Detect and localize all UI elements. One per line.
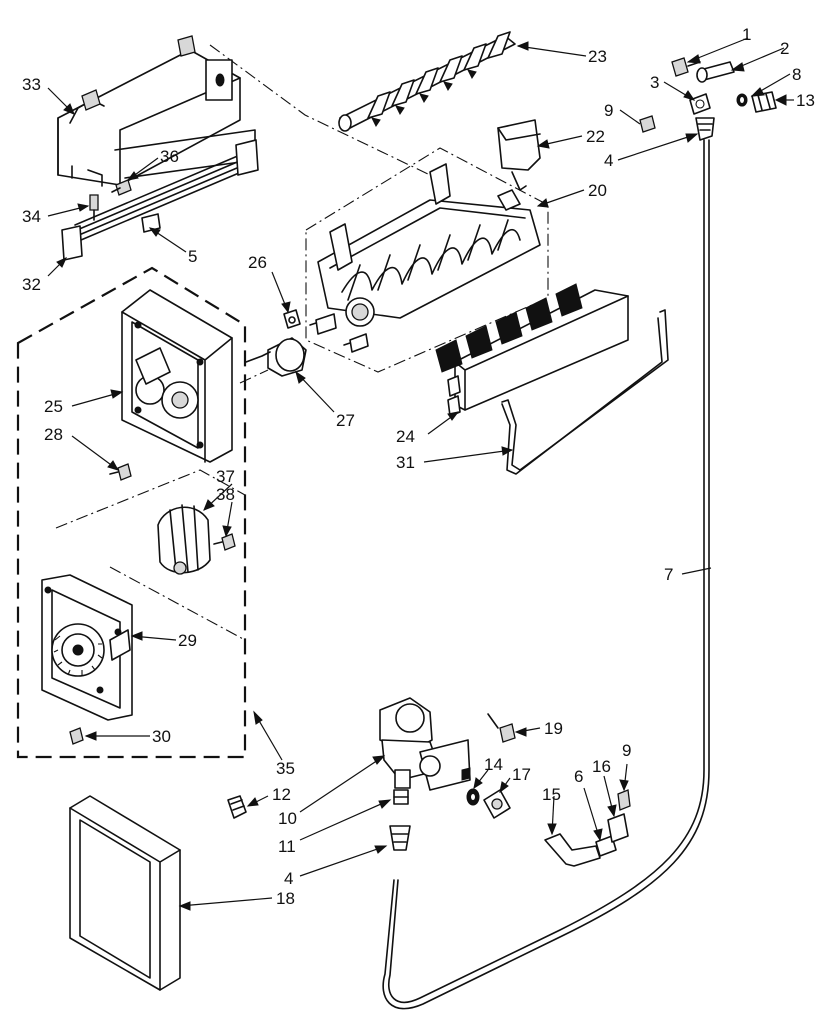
part-20-ice-mold (309, 163, 541, 353)
callout-13: 13 (796, 91, 815, 110)
part-32-wire-harness (61, 139, 259, 261)
part-11-nut (393, 789, 409, 805)
callout-14: 14 (484, 755, 503, 774)
callout-20: 20 (588, 181, 607, 200)
part-9-screw-top (639, 115, 656, 133)
callout-34: 34 (22, 207, 41, 226)
part-37-motor (157, 504, 211, 575)
part-16-clamp (607, 813, 629, 843)
part-30-screw (69, 727, 84, 745)
part-3-clamp (689, 93, 711, 115)
part-2-tube-fitting (696, 61, 735, 83)
callout-25: 25 (44, 397, 63, 416)
part-13-nut (751, 91, 777, 113)
callout-35: 35 (276, 759, 295, 778)
part-15-hose (544, 833, 601, 867)
part-38-screw (213, 533, 236, 551)
mold-assembly-phantom-boundary (55, 44, 549, 641)
callout-38: 38 (216, 485, 235, 504)
part-18-insulation-pad (69, 795, 181, 991)
part-33-mounting-bracket (57, 35, 256, 187)
part-9-screw-bottom (617, 789, 631, 811)
callout-9-top: 9 (604, 101, 613, 120)
callout-36: 36 (160, 147, 179, 166)
callout-18: 18 (276, 889, 295, 908)
part-1-screw (671, 57, 701, 77)
part-27-thermostat (245, 337, 307, 377)
callout-10: 10 (278, 809, 297, 828)
part-4-coupling-top (695, 117, 715, 141)
callout-12: 12 (272, 785, 291, 804)
callout-19: 19 (544, 719, 563, 738)
callout-22: 22 (586, 127, 605, 146)
part-25-control-housing (121, 289, 233, 463)
callout-4-bottom: 4 (284, 869, 293, 888)
part-6-sleeve (595, 835, 617, 857)
callout-28: 28 (44, 425, 63, 444)
callout-2: 2 (780, 39, 789, 58)
callout-15: 15 (542, 785, 561, 804)
part-7-water-tube (382, 139, 710, 1010)
callout-4-top: 4 (604, 151, 613, 170)
callout-1: 1 (742, 25, 751, 44)
part-5-wire-clip (141, 213, 161, 233)
callout-5: 5 (188, 247, 197, 266)
callout-16: 16 (592, 757, 611, 776)
part-22-fill-cup (497, 119, 541, 191)
part-14-washer (466, 788, 480, 806)
part-8-washer (736, 93, 748, 107)
callout-labels: 1 2 3 8 9 13 4 23 22 20 33 36 34 5 32 26… (22, 25, 815, 908)
callout-3: 3 (650, 73, 659, 92)
callout-29: 29 (178, 631, 197, 650)
callout-6: 6 (574, 767, 583, 786)
callout-11: 11 (278, 837, 296, 856)
part-31-shutoff-arm (501, 309, 669, 475)
callout-23: 23 (588, 47, 607, 66)
part-26-thermostat-clip (283, 309, 301, 329)
leader-lines (47, 37, 794, 911)
callout-27: 27 (336, 411, 355, 430)
ice-maker-module-dashed-boundary (16, 266, 247, 759)
part-36-screw (111, 179, 132, 196)
part-29-gear-plate (41, 574, 133, 721)
part-34-screw (89, 194, 99, 221)
callout-24: 24 (396, 427, 415, 446)
part-12-wire-nut (227, 795, 247, 819)
part-19-screw (487, 713, 516, 743)
part-28-screw (109, 463, 132, 481)
callout-33: 33 (22, 75, 41, 94)
callout-17: 17 (512, 765, 531, 784)
callout-30: 30 (152, 727, 171, 746)
callout-26: 26 (248, 253, 267, 272)
part-10-water-valve (379, 697, 471, 791)
callout-9-bottom: 9 (622, 741, 631, 760)
part-24-front-cover (435, 283, 629, 417)
callout-31: 31 (396, 453, 415, 472)
callout-37: 37 (216, 467, 235, 486)
part-4-coupling-bottom (389, 825, 411, 851)
callout-32: 32 (22, 275, 41, 294)
callout-7: 7 (664, 565, 673, 584)
part-23-ejector-shaft (338, 31, 516, 132)
callout-8: 8 (792, 65, 801, 84)
part-17-nut (483, 789, 511, 819)
